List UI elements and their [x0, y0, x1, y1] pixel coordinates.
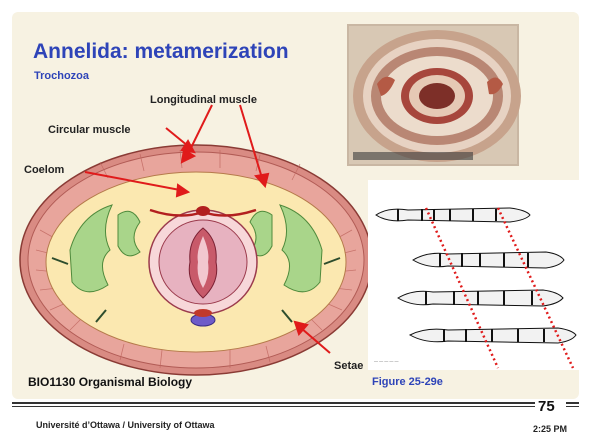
slide-time: 2:25 PM [533, 424, 567, 434]
page-number: 75 [538, 398, 555, 415]
worm-segments-drawing: — — — — — [368, 180, 582, 370]
course-name: BIO1130 Organismal Biology [28, 375, 192, 389]
svg-text:— — — — —: — — — — — [374, 358, 398, 363]
figure-caption: Figure 25-29e [372, 376, 443, 388]
label-circular-muscle: Circular muscle [48, 124, 131, 136]
footer-rule-thin [12, 406, 535, 407]
segmentation-figure: — — — — — [368, 180, 582, 370]
footer-rule [12, 402, 535, 404]
label-setae: Setae [334, 360, 363, 372]
footer-rule-end [566, 402, 579, 404]
footer-rule-end-thin [566, 406, 579, 407]
label-longitudinal-muscle: Longitudinal muscle [150, 94, 257, 106]
footer-university: Université d’Ottawa / University of Otta… [36, 420, 215, 430]
label-coelom: Coelom [24, 164, 64, 176]
